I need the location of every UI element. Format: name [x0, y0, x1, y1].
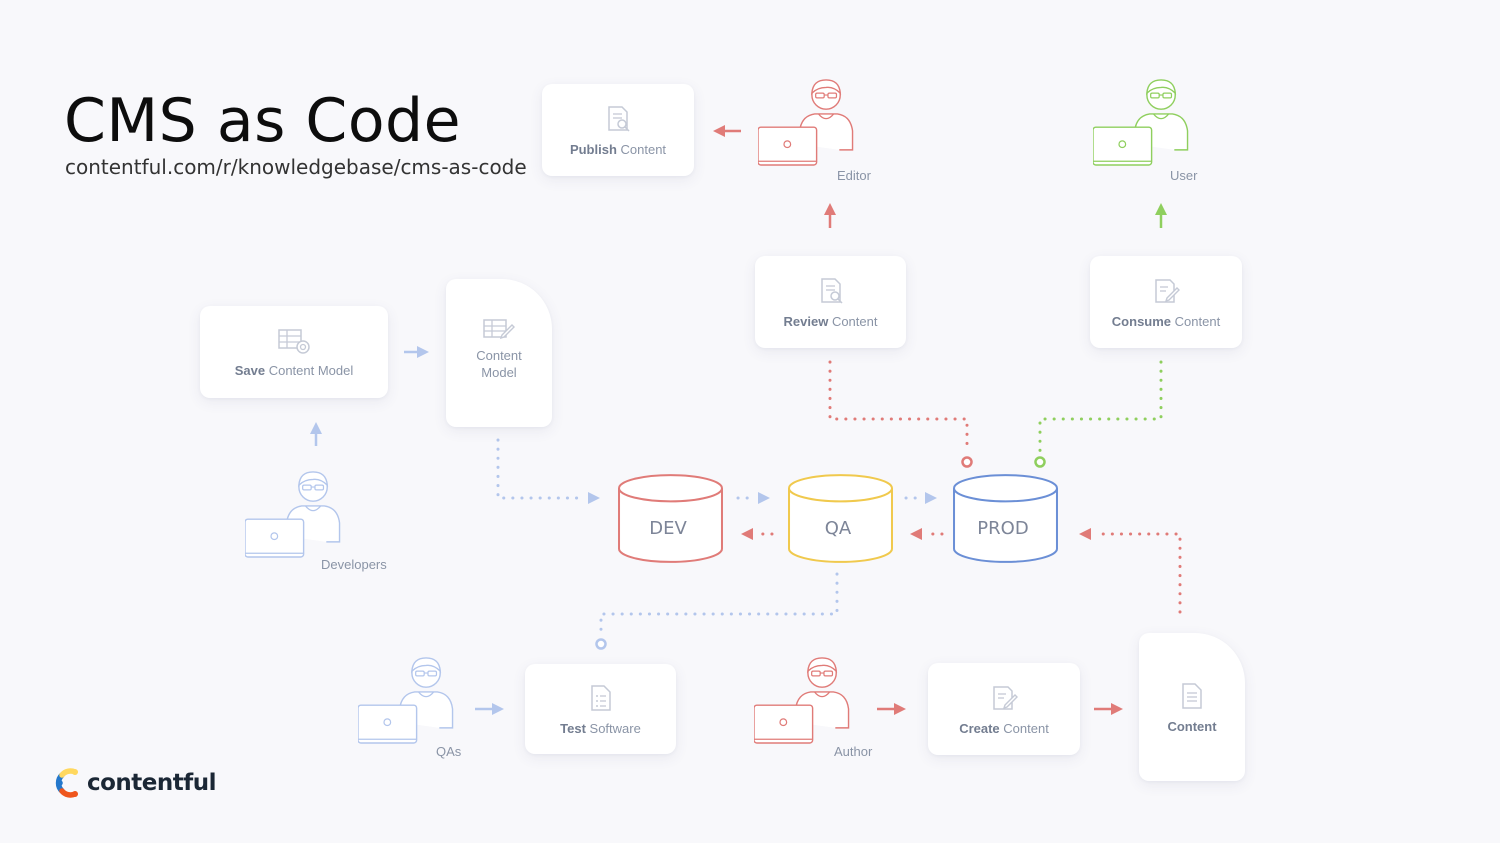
arrowhead — [1079, 528, 1091, 540]
model-save-icon — [278, 328, 310, 354]
document-search-icon — [608, 105, 630, 132]
endpoint-dot — [961, 456, 973, 468]
document-search-icon — [820, 277, 843, 304]
arrowhead — [894, 703, 906, 715]
developers-person-icon — [245, 471, 341, 558]
document-icon — [1182, 682, 1202, 709]
arrowhead — [310, 422, 322, 434]
arrowhead — [713, 125, 725, 137]
user-person-icon — [1093, 79, 1189, 166]
publish-content-card: Publish Content — [542, 84, 694, 176]
arrowhead — [824, 203, 836, 215]
document-edit-icon — [1155, 278, 1180, 303]
dev-database-label: DEV — [649, 518, 687, 539]
consume-content-card: Consume Content — [1090, 256, 1242, 348]
developers-label: Developers — [321, 557, 387, 572]
content-model-doc-card: Content Model — [446, 279, 552, 427]
document-edit-icon — [993, 685, 1018, 710]
save-content-model-card: Save Content Model — [200, 306, 388, 398]
qa-database-label: QA — [825, 518, 852, 539]
consume-content-label: Consume Content — [1111, 313, 1221, 329]
content-doc-card: Content — [1139, 633, 1245, 781]
checklist-document-icon — [590, 684, 611, 711]
connector-model-to-dev — [496, 438, 582, 500]
review-content-label: Review Content — [783, 313, 878, 329]
publish-content-label: Publish Content — [569, 141, 667, 157]
connector-qa-to-test — [599, 572, 839, 634]
connector-content-to-prod — [1096, 532, 1182, 614]
connector-review-to-prod — [828, 360, 969, 454]
user-label: User — [1170, 168, 1198, 183]
arrowhead — [925, 492, 937, 504]
create-content-label: Create Content — [959, 720, 1049, 736]
endpoint-dot — [595, 638, 607, 650]
contentful-logo-text: contentful — [87, 770, 217, 796]
content-model-label: Content Model — [476, 348, 522, 380]
save-content-model-label: Save Content Model — [234, 362, 354, 378]
arrowhead — [1155, 203, 1167, 215]
endpoint-dot — [1034, 456, 1046, 468]
editor-label: Editor — [837, 168, 871, 183]
qas-label: QAs — [436, 744, 462, 759]
model-edit-icon — [483, 319, 515, 340]
contentful-logo: contentful — [53, 766, 217, 800]
author-label: Author — [834, 744, 873, 759]
arrowhead — [758, 492, 770, 504]
page-title: CMS as Code — [64, 86, 462, 156]
page-subtitle-url: contentful.com/r/knowledgebase/cms-as-co… — [65, 155, 527, 179]
create-content-card: Create Content — [928, 663, 1080, 755]
arrowhead — [417, 346, 429, 358]
author-person-icon — [754, 657, 850, 744]
test-software-label: Test Software — [560, 720, 641, 736]
contentful-logo-icon — [55, 768, 78, 798]
connector-consume-to-prod — [1038, 360, 1163, 454]
arrowhead — [910, 528, 922, 540]
prod-database-label: PROD — [977, 518, 1028, 539]
arrowhead — [588, 492, 600, 504]
content-label: Content — [1167, 718, 1217, 734]
review-content-card: Review Content — [755, 256, 906, 348]
arrowhead — [1111, 703, 1123, 715]
editor-person-icon — [758, 79, 854, 166]
arrowhead — [741, 528, 753, 540]
qas-person-icon — [358, 657, 454, 744]
arrowhead — [492, 703, 504, 715]
test-software-card: Test Software — [525, 664, 676, 754]
